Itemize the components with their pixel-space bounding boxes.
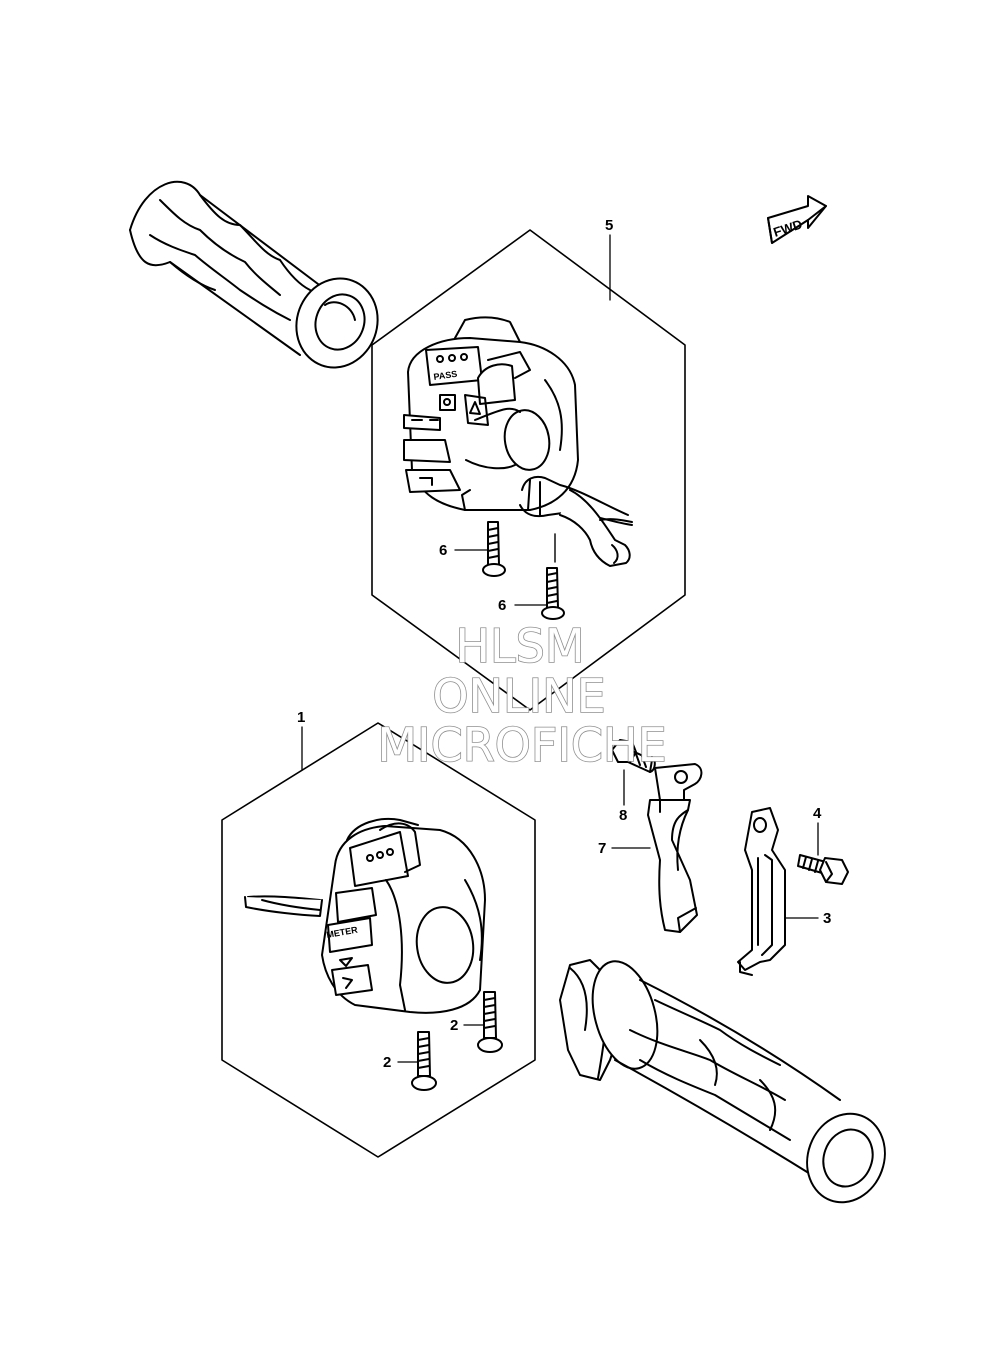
- watermark-line-2: ONLINE: [432, 669, 605, 723]
- callout-7: 7: [598, 840, 606, 857]
- watermark-line-3: MICROFICHE: [377, 718, 666, 772]
- callout-8: 8: [619, 807, 627, 824]
- pass-label: PASS: [433, 369, 458, 382]
- callout-3: 3: [823, 910, 831, 927]
- callout-2-left: 2: [383, 1054, 391, 1071]
- right-switch-housing: [403, 316, 579, 511]
- fwd-arrow-icon: [767, 195, 827, 244]
- right-switch-wires: [519, 475, 633, 567]
- screw-6-right: [541, 567, 565, 620]
- bracket-7: [647, 763, 703, 933]
- screw-6-left: [482, 521, 506, 577]
- callout-1: 1: [297, 709, 305, 726]
- assembly-5-outline: [371, 229, 686, 711]
- screw-2-right: [477, 991, 503, 1053]
- left-switch-housing: [244, 817, 486, 1014]
- assembly-1-outline: [221, 722, 536, 1158]
- leader-lines: [301, 234, 819, 1063]
- callout-6-lower: 6: [498, 597, 506, 614]
- callout-6-upper: 6: [439, 542, 447, 559]
- throttle-grip-lower: [559, 959, 886, 1204]
- callout-4: 4: [813, 805, 822, 822]
- screw-2-left: [411, 1031, 437, 1091]
- watermark-line-1: HLSM: [455, 619, 584, 673]
- callout-2-right: 2: [450, 1017, 458, 1034]
- bolt-8: [611, 739, 656, 773]
- callout-5: 5: [605, 217, 613, 234]
- left-grip-upper: [129, 180, 379, 369]
- bolt-4: [797, 854, 849, 885]
- bracket-3: [737, 807, 786, 976]
